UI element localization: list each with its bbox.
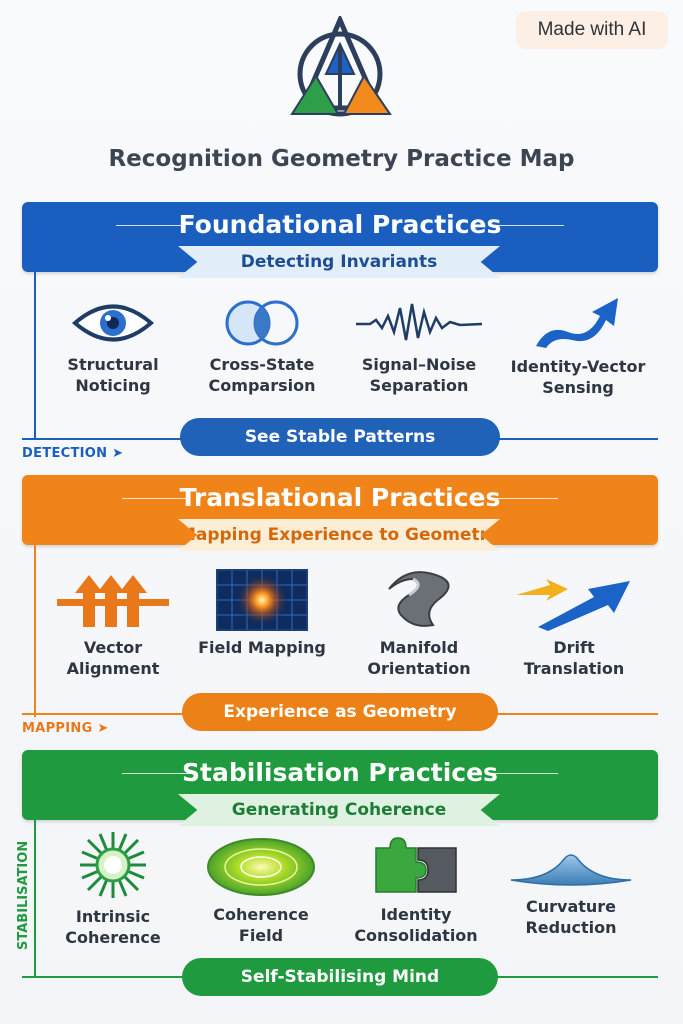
item-curvature-reduction: Curvature Reduction <box>496 850 646 938</box>
parallel-arrows-icon <box>57 575 169 627</box>
item-label: Vector Alignment <box>66 638 160 678</box>
item-label: Identity-Vector Sensing <box>510 357 646 397</box>
twisted-ribbon-icon <box>388 571 450 627</box>
rising-arrow-icon <box>536 298 618 348</box>
stage-label: STABILISATION <box>16 840 31 950</box>
radiant-burst-icon <box>80 832 146 898</box>
stage-label: MAPPING ➤ <box>22 721 109 736</box>
glowing-grid-icon <box>216 569 308 631</box>
section-title: Stabilisation Practices <box>182 758 498 787</box>
overlapping-circles-icon <box>225 300 299 346</box>
item-drift-translation: Drift Translation <box>499 573 649 679</box>
item-cross-state-comparsion: Cross-State Comparsion <box>187 298 337 396</box>
item-label: Intrinsic Coherence <box>65 907 161 947</box>
item-identity-vector-sensing: Identity-Vector Sensing <box>503 294 653 398</box>
outcome-pill: See Stable Patterns <box>180 418 500 456</box>
made-with-ai-badge: Made with AI <box>516 11 668 49</box>
page-title: Recognition Geometry Practice Map <box>108 146 575 172</box>
translational-section: Translational Practices Mapping Experien… <box>0 475 683 740</box>
item-label: Signal–Noise Separation <box>361 355 477 395</box>
item-vector-alignment: Vector Alignment <box>38 573 188 679</box>
item-identity-consolidation: Identity Consolidation <box>341 836 491 946</box>
item-manifold-orientation: Manifold Orientation <box>344 569 494 679</box>
item-label: Identity Consolidation <box>354 905 478 945</box>
puzzle-pieces-icon <box>375 837 457 893</box>
outcome-pill: Self-Stabilising Mind <box>182 958 498 996</box>
item-label: Structural Noticing <box>67 355 159 395</box>
section-subtitle-ribbon: Mapping Experience to Geometry <box>178 519 500 551</box>
item-signal-noise-separation: Signal–Noise Separation <box>344 298 494 396</box>
item-label: Field Mapping <box>198 638 326 657</box>
waveform-icon <box>356 303 482 341</box>
double-arrow-icon <box>516 579 630 631</box>
section-title: Translational Practices <box>179 483 501 512</box>
item-label: Manifold Orientation <box>367 638 471 678</box>
foundational-section: Foundational Practices Detecting Invaria… <box>0 202 683 462</box>
item-label: Coherence Field <box>213 905 309 945</box>
item-label: Cross-State Comparsion <box>208 355 316 395</box>
item-label: Curvature Reduction <box>525 897 617 937</box>
item-structural-noticing: Structural Noticing <box>38 298 188 396</box>
item-label: Drift Translation <box>523 638 625 678</box>
section-subtitle-ribbon: Generating Coherence <box>178 794 500 826</box>
stabilisation-section: Stabilisation Practices Generating Coher… <box>0 750 683 1020</box>
item-field-mapping: Field Mapping <box>187 569 337 658</box>
flattened-curve-icon <box>510 854 632 886</box>
eye-icon <box>71 304 155 342</box>
item-coherence-field: Coherence Field <box>186 836 336 946</box>
concentric-field-icon <box>207 838 315 896</box>
section-subtitle-ribbon: Detecting Invariants <box>178 246 500 278</box>
stage-label: DETECTION ➤ <box>22 446 124 461</box>
section-title: Foundational Practices <box>178 210 502 239</box>
triangle-logo-icon <box>290 16 392 117</box>
section-banner: Foundational Practices <box>22 202 658 272</box>
outcome-pill: Experience as Geometry <box>182 693 498 731</box>
item-intrinsic-coherence: Intrinsic Coherence <box>38 830 188 948</box>
